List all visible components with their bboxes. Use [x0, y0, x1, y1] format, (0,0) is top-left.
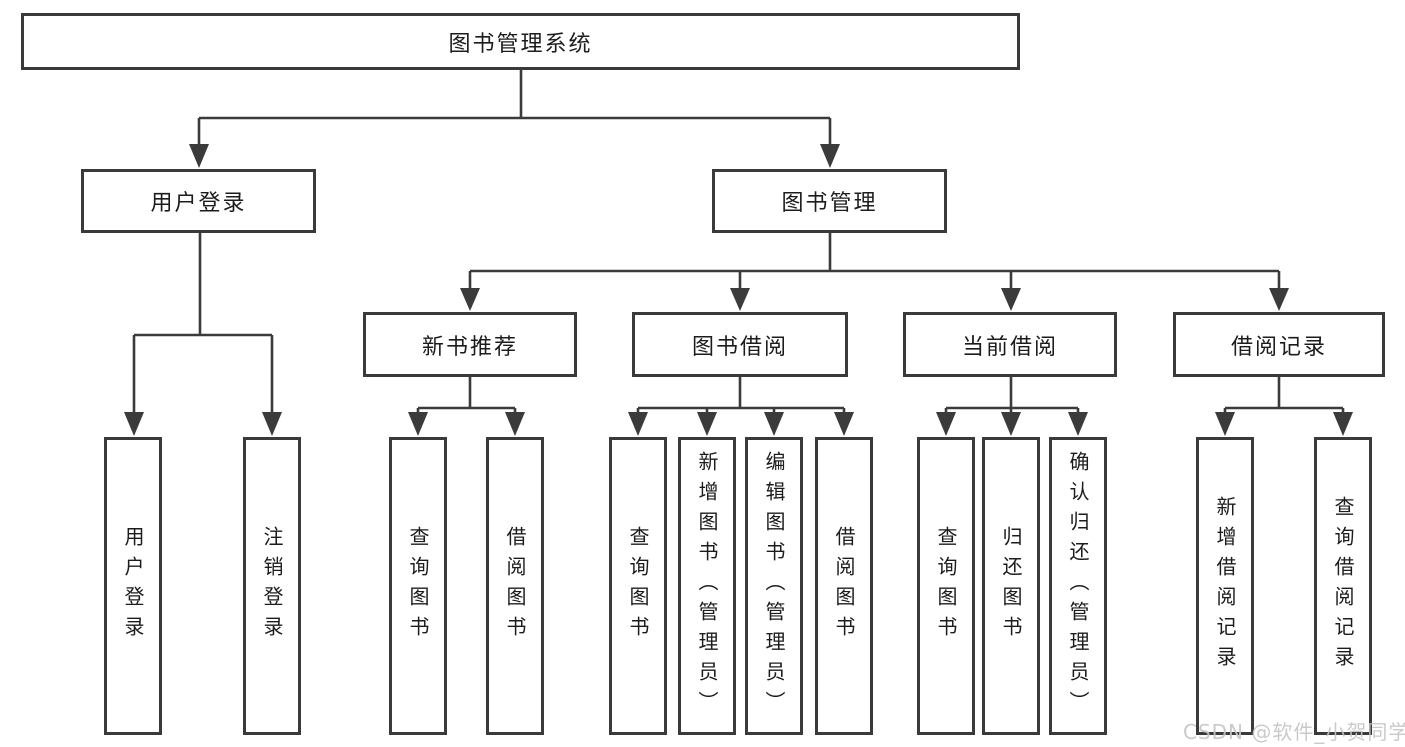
- leaf-add-borrow-record: 新增借阅记录: [1196, 437, 1254, 735]
- node-book-borrowing: 图书借阅: [632, 312, 848, 377]
- leaf-add-books-admin: 新增图书（管理员）: [678, 437, 736, 735]
- leaf-return-books-label: 归还图书: [999, 526, 1023, 646]
- node-user-login-label: 用户登录: [150, 191, 247, 216]
- leaf-confirm-return-admin: 确认归还（管理员）: [1049, 437, 1107, 735]
- leaf-query-books-recommend: 查询图书: [389, 437, 447, 735]
- node-book-management-module: 图书管理: [712, 169, 947, 233]
- leaf-user-login-label: 用户登录: [121, 526, 145, 646]
- node-book-management-label: 图书管理: [781, 191, 878, 216]
- node-borrowing-records-label: 借阅记录: [1230, 334, 1327, 360]
- csdn-watermark: CSDN @软件_小贺同学: [1183, 720, 1405, 744]
- leaf-user-login: 用户登录: [104, 437, 162, 735]
- leaf-confirm-return-admin-label: 确认归还（管理员）: [1066, 451, 1090, 721]
- leaf-query-borrow-record-label: 查询借阅记录: [1331, 496, 1355, 676]
- leaf-logout-label: 注销登录: [260, 526, 284, 646]
- connector-borrowing-records-rail: [1223, 377, 1345, 414]
- node-user-login-module: 用户登录: [81, 169, 316, 233]
- node-new-book-recommend: 新书推荐: [363, 312, 577, 377]
- leaf-query-books-borrowing: 查询图书: [609, 437, 667, 735]
- arrowheads: [124, 144, 1353, 436]
- leaf-add-borrow-record-label: 新增借阅记录: [1213, 496, 1237, 676]
- connector-book-management-rail: [468, 233, 1281, 290]
- leaf-add-books-admin-label: 新增图书（管理员）: [695, 451, 719, 721]
- connector-book-borrowing-rail: [636, 377, 846, 414]
- leaf-edit-books-admin: 编辑图书（管理员）: [745, 437, 803, 735]
- leaf-query-books-current: 查询图书: [917, 437, 975, 735]
- node-current-borrowing: 当前借阅: [903, 312, 1117, 377]
- leaf-edit-books-admin-label: 编辑图书（管理员）: [762, 451, 786, 721]
- leaf-query-borrow-record: 查询借阅记录: [1314, 437, 1372, 735]
- leaf-return-books: 归还图书: [982, 437, 1040, 735]
- leaf-query-books-borrowing-label: 查询图书: [626, 526, 650, 646]
- leaf-borrow-books-label: 借阅图书: [832, 526, 856, 646]
- node-borrowing-records: 借阅记录: [1173, 312, 1385, 377]
- node-current-borrowing-label: 当前借阅: [961, 334, 1058, 360]
- connector-root-rail: [197, 70, 832, 146]
- node-new-book-recommend-label: 新书推荐: [421, 334, 518, 360]
- node-book-borrowing-label: 图书借阅: [691, 334, 788, 360]
- leaf-borrow-books: 借阅图书: [815, 437, 873, 735]
- leaf-borrow-books-recommend: 借阅图书: [486, 437, 544, 735]
- node-root-label: 图书管理系统: [448, 31, 593, 57]
- leaf-logout: 注销登录: [243, 437, 301, 735]
- leaf-query-books-current-label: 查询图书: [934, 526, 958, 646]
- node-root-library-management-system: 图书管理系统: [21, 13, 1020, 70]
- connector-current-borrowing-rail: [944, 377, 1080, 414]
- leaf-borrow-books-recommend-label: 借阅图书: [503, 526, 527, 646]
- connector-new-book-rail: [416, 377, 517, 414]
- connector-user-login-rail: [132, 233, 274, 414]
- leaf-query-books-recommend-label: 查询图书: [406, 526, 430, 646]
